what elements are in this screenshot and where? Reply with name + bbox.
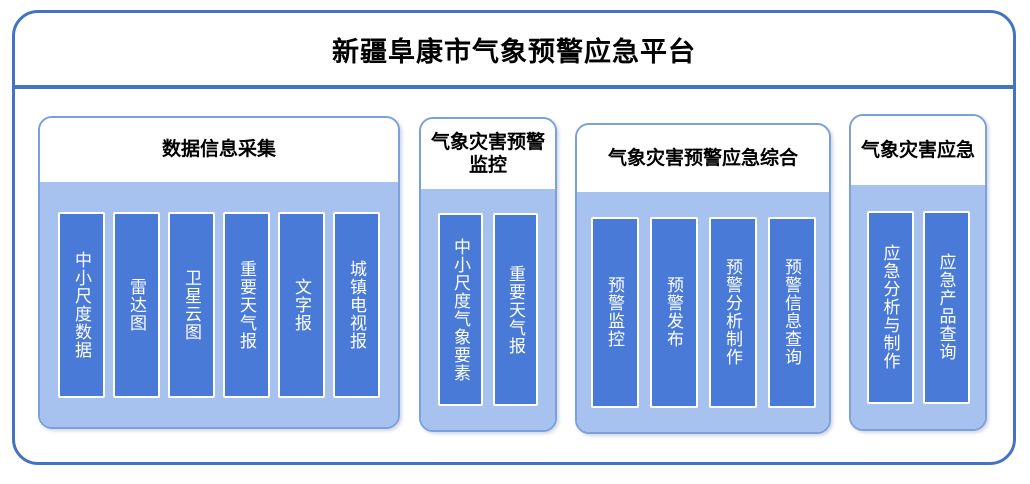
group-body: 预警监控 预警发布 预警分析制作 预警信息查询	[577, 192, 829, 432]
card-label: 中小尺度数据	[72, 250, 92, 359]
card-item[interactable]: 应急分析与制作	[866, 210, 914, 404]
card-label: 预警监控	[605, 276, 625, 348]
card-label: 应急分析与制作	[880, 244, 900, 370]
cards-row: 应急分析与制作 应急产品查询	[851, 185, 985, 429]
card-item[interactable]: 预警分析制作	[708, 216, 757, 408]
card-label: 城镇电视报	[347, 259, 367, 350]
group-box-data-collection[interactable]: 数据信息采集 中小尺度数据 雷达图 卫星云图 重要天气报 文字报	[38, 116, 400, 429]
group-body: 中小尺度气象要素 重要天气报	[421, 189, 555, 430]
group-body: 中小尺度数据 雷达图 卫星云图 重要天气报 文字报 城镇电视报	[40, 182, 398, 427]
card-item[interactable]: 重要天气报	[493, 213, 538, 406]
card-item[interactable]: 预警信息查询	[767, 216, 816, 408]
group-header: 数据信息采集	[40, 118, 398, 182]
group-header: 气象灾害预警应急综合	[577, 125, 829, 192]
cards-row: 中小尺度气象要素 重要天气报	[421, 189, 555, 430]
platform-title-bar: 新疆阜康市气象预警应急平台	[15, 13, 1013, 85]
card-item[interactable]: 应急产品查询	[922, 210, 970, 404]
card-item[interactable]: 中小尺度数据	[58, 211, 105, 398]
card-item[interactable]: 重要天气报	[223, 211, 270, 398]
group-box-disaster-emergency[interactable]: 气象灾害应急 应急分析与制作 应急产品查询	[849, 114, 987, 431]
page-title: 新疆阜康市气象预警应急平台	[332, 36, 696, 67]
card-label: 中小尺度气象要素	[451, 237, 471, 382]
card-label: 文字报	[292, 277, 312, 332]
card-label: 重要天气报	[506, 264, 526, 355]
group-box-warning-monitoring[interactable]: 气象灾害预警监控 中小尺度气象要素 重要天气报	[419, 117, 557, 432]
card-label: 应急产品查询	[936, 253, 956, 361]
group-title: 气象灾害预警监控	[430, 131, 545, 176]
group-title: 气象灾害预警应急综合	[607, 147, 798, 169]
card-label: 预警发布	[664, 276, 684, 348]
card-label: 预警信息查询	[782, 258, 802, 366]
cards-row: 预警监控 预警发布 预警分析制作 预警信息查询	[577, 192, 829, 432]
card-item[interactable]: 雷达图	[113, 211, 160, 398]
group-title: 气象灾害应急	[860, 139, 975, 161]
title-divider	[15, 85, 1013, 89]
group-header: 气象灾害应急	[851, 116, 985, 185]
group-box-warning-emergency-integrated[interactable]: 气象灾害预警应急综合 预警监控 预警发布 预警分析制作 预警信息查询	[575, 123, 831, 434]
card-item[interactable]: 预警发布	[649, 216, 698, 408]
card-item[interactable]: 卫星云图	[168, 211, 215, 398]
card-label: 卫星云图	[182, 268, 202, 341]
card-item[interactable]: 城镇电视报	[333, 211, 380, 398]
card-label: 预警分析制作	[723, 258, 743, 366]
cards-row: 中小尺度数据 雷达图 卫星云图 重要天气报 文字报 城镇电视报	[40, 182, 398, 427]
card-label: 雷达图	[127, 277, 147, 332]
card-item[interactable]: 预警监控	[590, 216, 639, 408]
group-header: 气象灾害预警监控	[421, 119, 555, 189]
card-item[interactable]: 文字报	[278, 211, 325, 398]
card-item[interactable]: 中小尺度气象要素	[438, 213, 483, 406]
group-body: 应急分析与制作 应急产品查询	[851, 185, 985, 429]
group-title: 数据信息采集	[161, 139, 276, 161]
card-label: 重要天气报	[237, 259, 257, 350]
